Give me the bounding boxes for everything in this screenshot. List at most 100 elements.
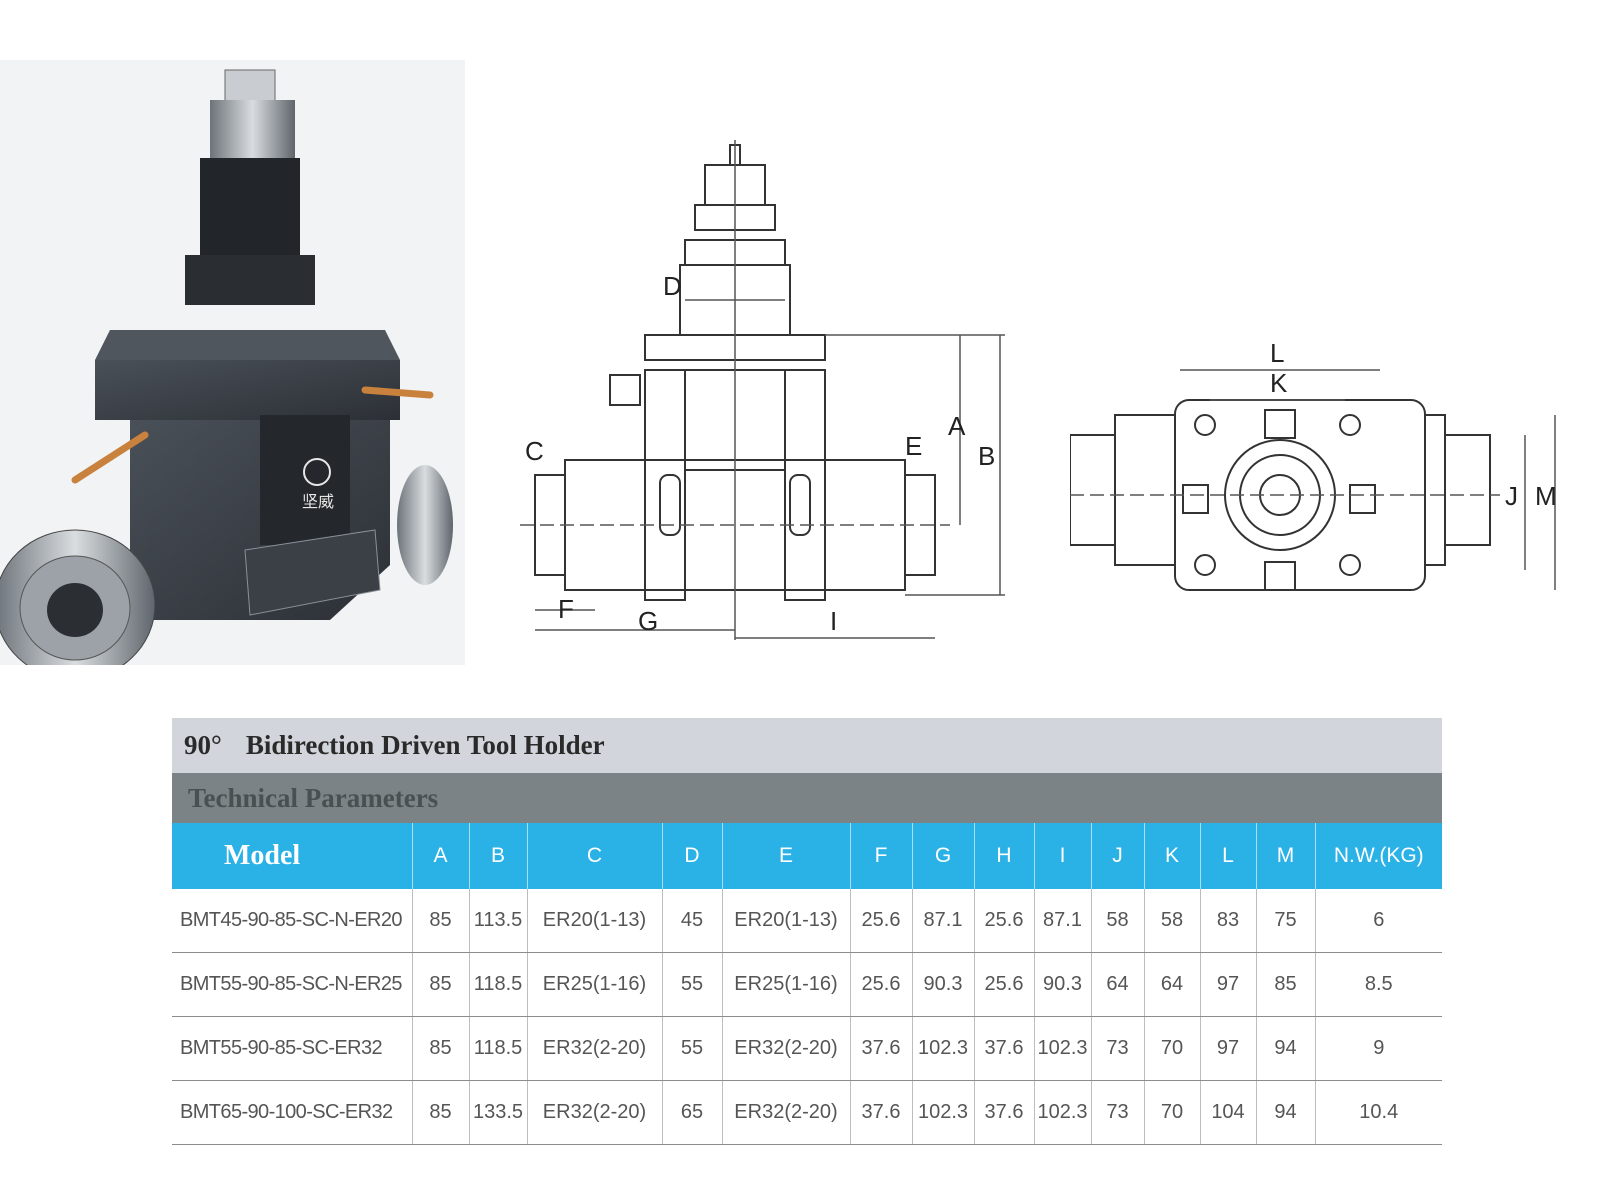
table-cell: 37.6 bbox=[974, 1080, 1035, 1145]
table-cell: 94 bbox=[1256, 1080, 1316, 1145]
table-cell: 9 bbox=[1315, 1016, 1442, 1081]
dim-label-e: E bbox=[905, 431, 922, 461]
column-header: L bbox=[1200, 823, 1257, 889]
table-cell: 8.5 bbox=[1315, 952, 1442, 1017]
table-cell: 25.6 bbox=[850, 889, 913, 953]
table-cell: 85 bbox=[412, 952, 470, 1017]
table-cell: 113.5 bbox=[469, 889, 528, 953]
model-cell: BMT55-90-85-SC-N-ER25 bbox=[172, 952, 413, 1017]
table-cell: 102.3 bbox=[912, 1016, 975, 1081]
table-cell: 73 bbox=[1091, 1080, 1145, 1145]
side-view-drawing: D C E A B F G I bbox=[520, 140, 1005, 640]
column-header: J bbox=[1091, 823, 1145, 889]
column-header: A bbox=[412, 823, 470, 889]
end-view-drawing: L K J M bbox=[1070, 340, 1557, 591]
column-header: D bbox=[662, 823, 723, 889]
table-cell: 85 bbox=[412, 889, 470, 953]
column-header: F bbox=[850, 823, 913, 889]
table-cell: 10.4 bbox=[1315, 1080, 1442, 1145]
dim-label-m: M bbox=[1535, 481, 1557, 511]
dim-label-i: I bbox=[830, 606, 837, 636]
dim-label-j: J bbox=[1505, 481, 1518, 511]
dim-label-f: F bbox=[558, 594, 574, 624]
table-cell: 97 bbox=[1200, 952, 1257, 1017]
dim-label-l: L bbox=[1270, 340, 1284, 368]
product-logo: 坚威 bbox=[302, 492, 334, 511]
table-cell: 102.3 bbox=[1034, 1080, 1092, 1145]
column-header: H bbox=[974, 823, 1035, 889]
column-header: B bbox=[469, 823, 528, 889]
table-cell: 75 bbox=[1256, 889, 1316, 953]
table-cell: 70 bbox=[1144, 1080, 1201, 1145]
table-cell: 73 bbox=[1091, 1016, 1145, 1081]
table-cell: 58 bbox=[1144, 889, 1201, 953]
table-cell: 97 bbox=[1200, 1016, 1257, 1081]
table-cell: 70 bbox=[1144, 1016, 1201, 1081]
table-cell: ER20(1-13) bbox=[722, 889, 851, 953]
table-cell: 37.6 bbox=[850, 1016, 913, 1081]
table-cell: 90.3 bbox=[1034, 952, 1092, 1017]
column-header: C bbox=[527, 823, 663, 889]
table-cell: 85 bbox=[412, 1080, 470, 1145]
column-header-model: Model bbox=[172, 823, 413, 889]
table-cell: 25.6 bbox=[974, 952, 1035, 1017]
table-cell: ER32(2-20) bbox=[722, 1016, 851, 1081]
table-cell: 64 bbox=[1144, 952, 1201, 1017]
model-cell: BMT65-90-100-SC-ER32 bbox=[172, 1080, 413, 1145]
dim-label-b: B bbox=[978, 441, 995, 471]
table-cell: ER32(2-20) bbox=[527, 1016, 663, 1081]
dim-label-a: A bbox=[948, 411, 966, 441]
table-cell: 94 bbox=[1256, 1016, 1316, 1081]
table-cell: ER32(2-20) bbox=[527, 1080, 663, 1145]
table-cell: 104 bbox=[1200, 1080, 1257, 1145]
dim-label-k: K bbox=[1270, 368, 1288, 398]
table-title: 90° Bidirection Driven Tool Holder bbox=[172, 718, 1442, 773]
column-header: N.W.(KG) bbox=[1315, 823, 1442, 889]
column-header: I bbox=[1034, 823, 1092, 889]
table-cell: 90.3 bbox=[912, 952, 975, 1017]
table-cell: 85 bbox=[1256, 952, 1316, 1017]
table-cell: ER25(1-16) bbox=[722, 952, 851, 1017]
table-cell: 65 bbox=[662, 1080, 723, 1145]
table-cell: 87.1 bbox=[912, 889, 975, 953]
dim-label-d: D bbox=[663, 271, 682, 301]
table-subtitle: Technical Parameters bbox=[172, 773, 1442, 823]
column-header: E bbox=[722, 823, 851, 889]
column-header: K bbox=[1144, 823, 1201, 889]
table-cell: 25.6 bbox=[850, 952, 913, 1017]
table-cell: 102.3 bbox=[912, 1080, 975, 1145]
product-photo: 坚威 bbox=[0, 60, 465, 665]
table-cell: 102.3 bbox=[1034, 1016, 1092, 1081]
table-cell: 118.5 bbox=[469, 952, 528, 1017]
model-cell: BMT45-90-85-SC-N-ER20 bbox=[172, 889, 413, 953]
table-cell: 55 bbox=[662, 1016, 723, 1081]
table-cell: 6 bbox=[1315, 889, 1442, 953]
column-header: M bbox=[1256, 823, 1316, 889]
table-cell: 83 bbox=[1200, 889, 1257, 953]
dim-label-c: C bbox=[525, 436, 544, 466]
column-header: G bbox=[912, 823, 975, 889]
table-cell: ER25(1-16) bbox=[527, 952, 663, 1017]
table-cell: 55 bbox=[662, 952, 723, 1017]
table-cell: 64 bbox=[1091, 952, 1145, 1017]
table-cell: 37.6 bbox=[974, 1016, 1035, 1081]
table-cell: 85 bbox=[412, 1016, 470, 1081]
dim-label-g: G bbox=[638, 606, 658, 636]
title-text: Bidirection Driven Tool Holder bbox=[245, 730, 605, 760]
table-cell: ER20(1-13) bbox=[527, 889, 663, 953]
table-cell: 118.5 bbox=[469, 1016, 528, 1081]
table-cell: 133.5 bbox=[469, 1080, 528, 1145]
table-cell: 25.6 bbox=[974, 889, 1035, 953]
table-cell: 58 bbox=[1091, 889, 1145, 953]
model-cell: BMT55-90-85-SC-ER32 bbox=[172, 1016, 413, 1081]
table-cell: 87.1 bbox=[1034, 889, 1092, 953]
table-cell: ER32(2-20) bbox=[722, 1080, 851, 1145]
title-degree: 90° bbox=[184, 730, 222, 760]
table-cell: 37.6 bbox=[850, 1080, 913, 1145]
